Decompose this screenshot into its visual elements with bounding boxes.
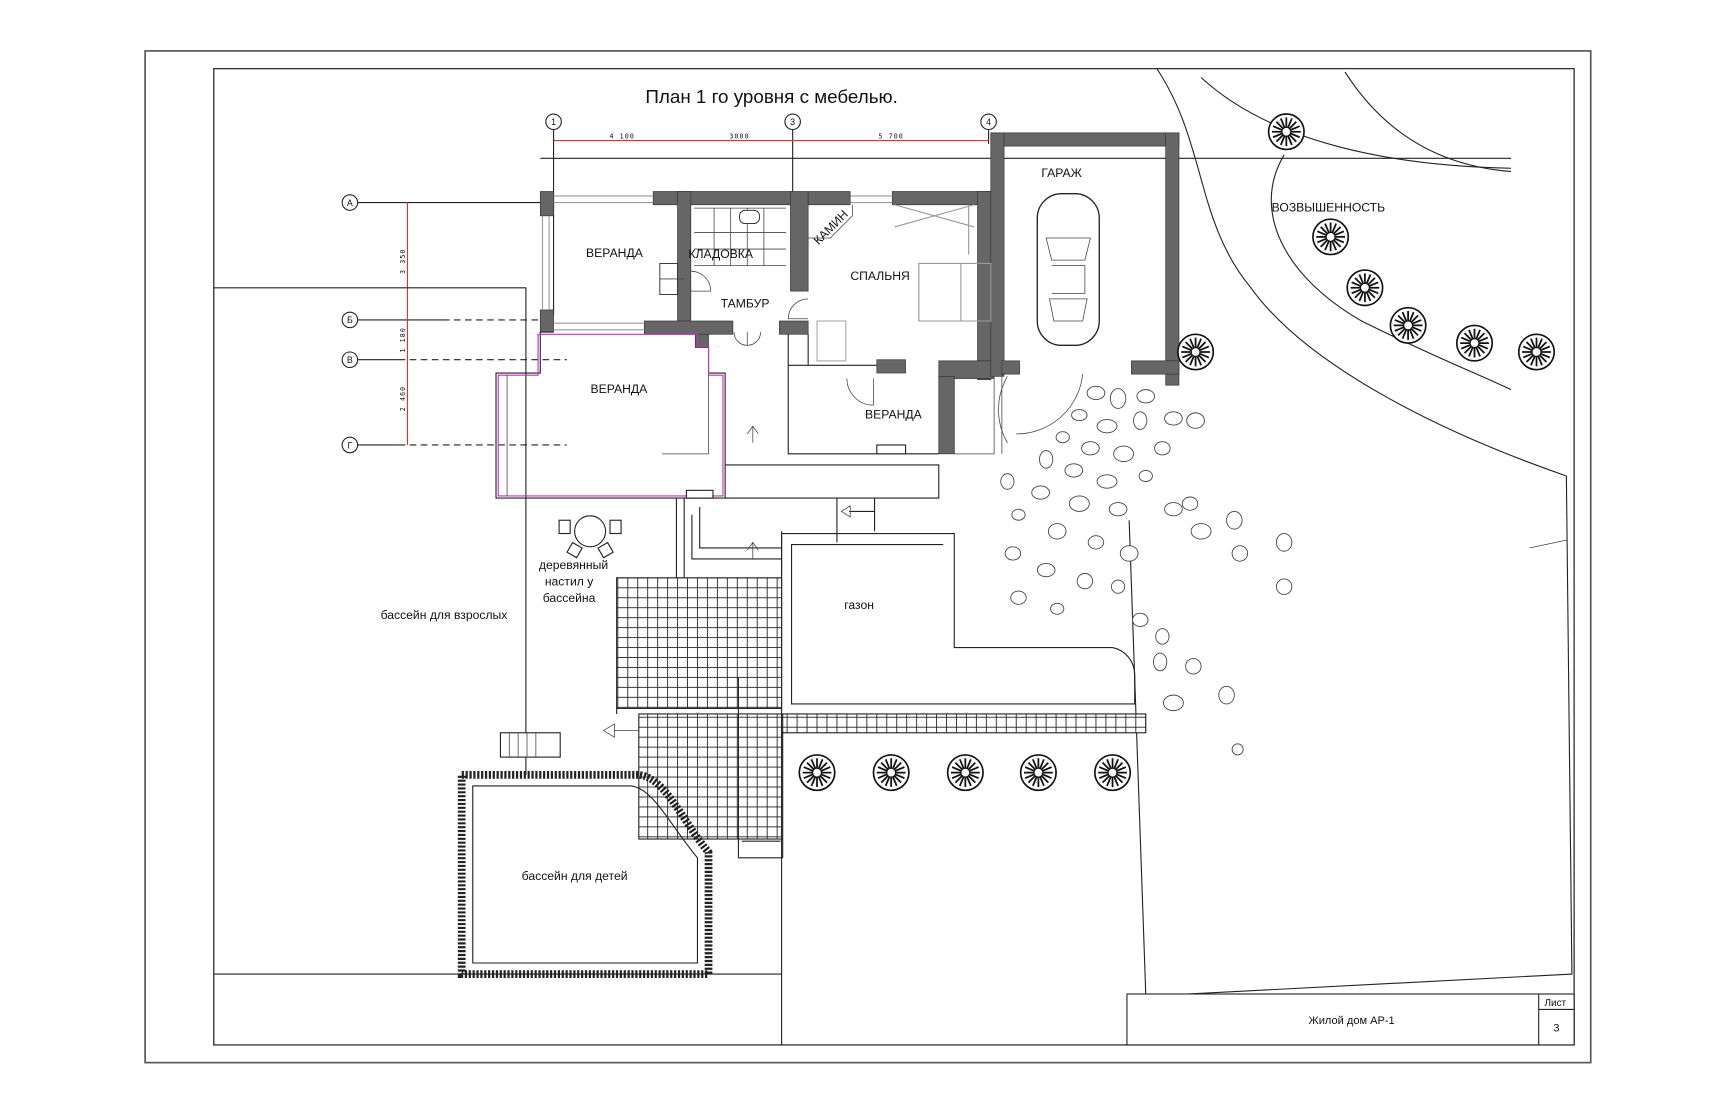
- house-walls: [539, 132, 1180, 455]
- tree-icon: [1176, 333, 1215, 371]
- label-veranda-north: ВЕРАНДА: [586, 246, 644, 260]
- stone-path: [1000, 385, 1293, 756]
- tree-icon: [1312, 218, 1350, 256]
- grid-axes: 1 3 4 4 100 3000 5 700 А Б В Г 3 350 1 1…: [341, 113, 1512, 454]
- axis-label-g: Г: [348, 440, 353, 450]
- table-chairs-icon: [558, 515, 622, 559]
- house-thin-lines: [495, 195, 1084, 499]
- room-labels: ВЕРАНДА КЛАДОВКА ТАМБУР СПАЛЬНЯ КАМИН ГА…: [381, 166, 1386, 883]
- tree-icon: [1346, 269, 1384, 307]
- tree-icon: [1267, 113, 1305, 151]
- tree-icon: [1093, 754, 1132, 792]
- axis-label-v: В: [347, 355, 353, 365]
- axis-label-4: 4: [986, 117, 991, 127]
- dim-4100: 4 100: [609, 132, 634, 140]
- dim-1180: 1 180: [399, 327, 407, 352]
- dim-3000: 3000: [729, 132, 749, 140]
- sheet-inner-frame: [213, 67, 1575, 1046]
- tiled-deck: [602, 577, 1147, 859]
- title-block: Жилой дом АР-1 Лист 3: [1126, 993, 1575, 1046]
- label-veranda-west: ВЕРАНДА: [591, 382, 649, 396]
- label-adult-pool: бассейн для взрослых: [381, 608, 508, 622]
- tree-icon: [1389, 306, 1427, 345]
- tree-icon: [1019, 754, 1057, 792]
- label-garage: ГАРАЖ: [1041, 166, 1082, 180]
- axis-label-a: А: [347, 198, 353, 208]
- tree-icon: [798, 754, 836, 792]
- tree-icon: [1517, 333, 1556, 371]
- dim-5700: 5 700: [878, 132, 903, 140]
- dim-2460: 2 460: [399, 386, 407, 411]
- dim-3350: 3 350: [399, 248, 407, 273]
- label-hill: ВОЗВЫШЕННОСТЬ: [1272, 200, 1385, 214]
- sheet-number: 3: [1553, 1023, 1559, 1035]
- label-vestibule: ТАМБУР: [721, 297, 770, 311]
- project-name: Жилой дом АР-1: [1309, 1015, 1395, 1027]
- sheet-label: Лист: [1544, 998, 1566, 1009]
- sheet-outer-frame: [144, 50, 1592, 1064]
- car-icon: [1036, 193, 1100, 347]
- terrain-contours: [1128, 68, 1573, 997]
- kids-pool: [457, 732, 713, 978]
- label-kids-pool: бассейн для детей: [522, 869, 628, 883]
- label-fireplace: КАМИН: [811, 207, 851, 247]
- adult-pool-outline: [213, 287, 527, 775]
- label-bedroom: СПАЛЬНЯ: [850, 269, 909, 283]
- tree-icon: [946, 754, 984, 792]
- tree-icon: [872, 754, 910, 792]
- label-deck-1: деревянный: [539, 558, 608, 572]
- label-storage: КЛАДОВКА: [688, 247, 753, 261]
- axis-label-1: 1: [551, 117, 556, 127]
- label-veranda-south: ВЕРАНДА: [865, 407, 923, 421]
- label-deck-3: бассейна: [543, 591, 596, 605]
- axis-label-b: Б: [347, 315, 353, 325]
- label-deck-2: настил у: [545, 575, 594, 589]
- drawing-title: План 1 го уровня с мебелью.: [645, 86, 897, 107]
- tree-icon: [1455, 324, 1494, 362]
- axis-label-3: 3: [790, 117, 795, 127]
- label-lawn: газон: [844, 598, 874, 612]
- steps-and-walkways: [675, 498, 1136, 705]
